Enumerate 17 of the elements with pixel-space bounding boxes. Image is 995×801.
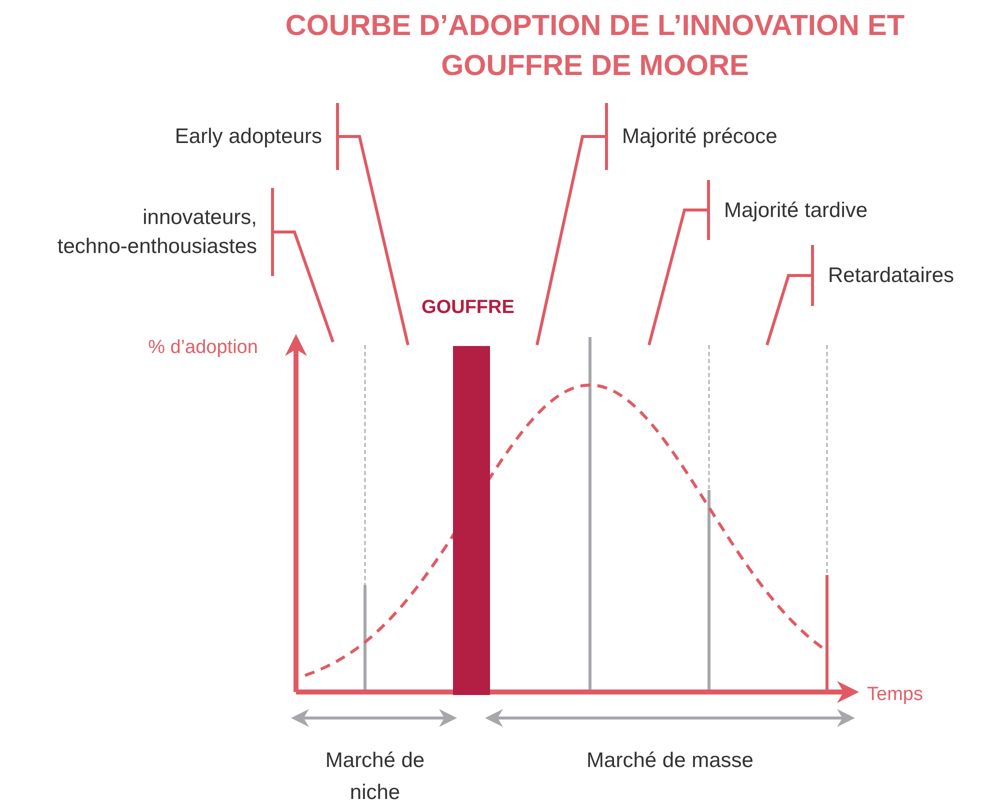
category-label: Early adopteurs (174, 124, 322, 150)
axis-label: % d’adoption (147, 336, 259, 360)
chasm-bar (453, 346, 490, 695)
chasm-label: GOUFFRE (420, 296, 516, 320)
category-label: Majorité précoce (622, 124, 778, 150)
axis-label: Temps (866, 683, 924, 707)
segment-label: Marché de masse (586, 748, 754, 774)
leader-line (338, 135, 410, 346)
segment-label: Marché de niche (324, 748, 426, 801)
category-label: innovateurs, techno-enthousiastes (56, 205, 257, 260)
leader-line (272, 230, 334, 342)
leader-line (648, 208, 708, 346)
category-label: Retardataires (828, 263, 954, 289)
category-label: Majorité tardive (724, 198, 868, 224)
leader-line (766, 274, 812, 346)
leader-line (536, 135, 606, 346)
title: COURBE D’ADOPTION DE L’INNOVATION ET GOUFFRE DE MOORE (284, 9, 906, 84)
